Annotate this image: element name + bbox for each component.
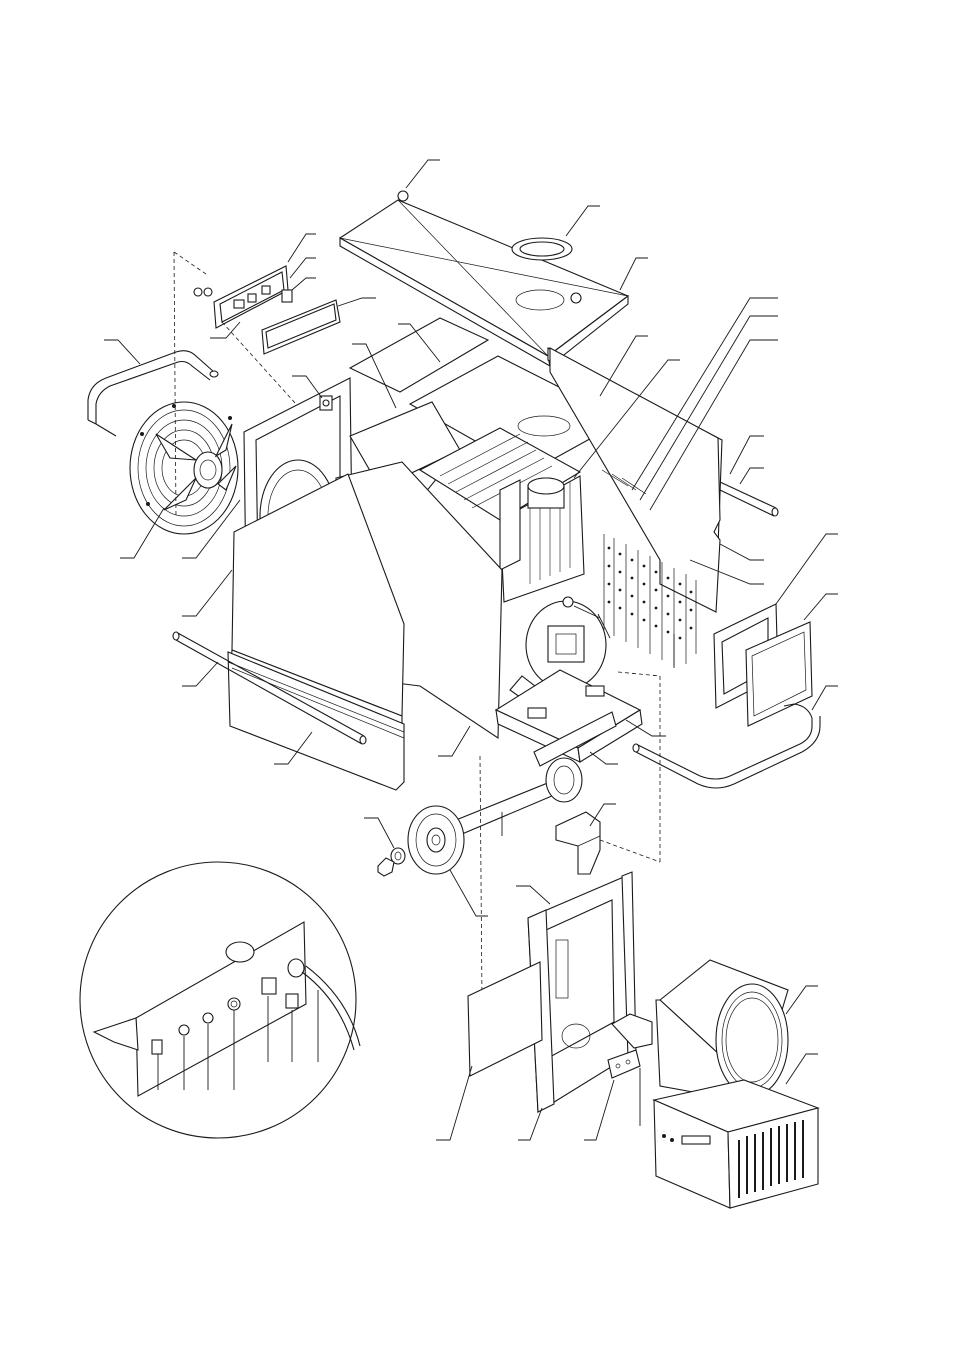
right-side-panel	[549, 347, 721, 613]
service-cover-plate	[745, 621, 813, 727]
frame-terminal-block	[319, 395, 333, 411]
combustion-chamber	[418, 427, 585, 603]
detail-view	[79, 861, 361, 1139]
leader-lines	[104, 159, 838, 1141]
duct-adapter	[655, 959, 789, 1099]
chassis-base	[494, 669, 643, 767]
control-panel-assembly	[173, 251, 341, 519]
rear-cover-panel	[467, 961, 543, 1077]
push-handle-right	[632, 703, 821, 789]
heater-box	[652, 1079, 820, 1209]
burner-housing	[509, 596, 607, 701]
heat-exchanger-fins	[601, 469, 697, 666]
wheel-front	[407, 805, 465, 875]
axle-nut-washer	[377, 847, 406, 877]
axial-fan	[129, 401, 239, 535]
handle-rod-front	[172, 631, 367, 745]
axle	[455, 757, 583, 835]
front-frame	[527, 871, 637, 1113]
mounting-bracket	[555, 811, 601, 875]
handle-bar-right-upper	[719, 481, 779, 517]
top-cover	[338, 190, 630, 368]
push-handle-left	[87, 350, 219, 437]
bottom-panel	[227, 651, 405, 791]
burner-bracket	[607, 1013, 653, 1079]
alignment-lines	[479, 671, 661, 1001]
